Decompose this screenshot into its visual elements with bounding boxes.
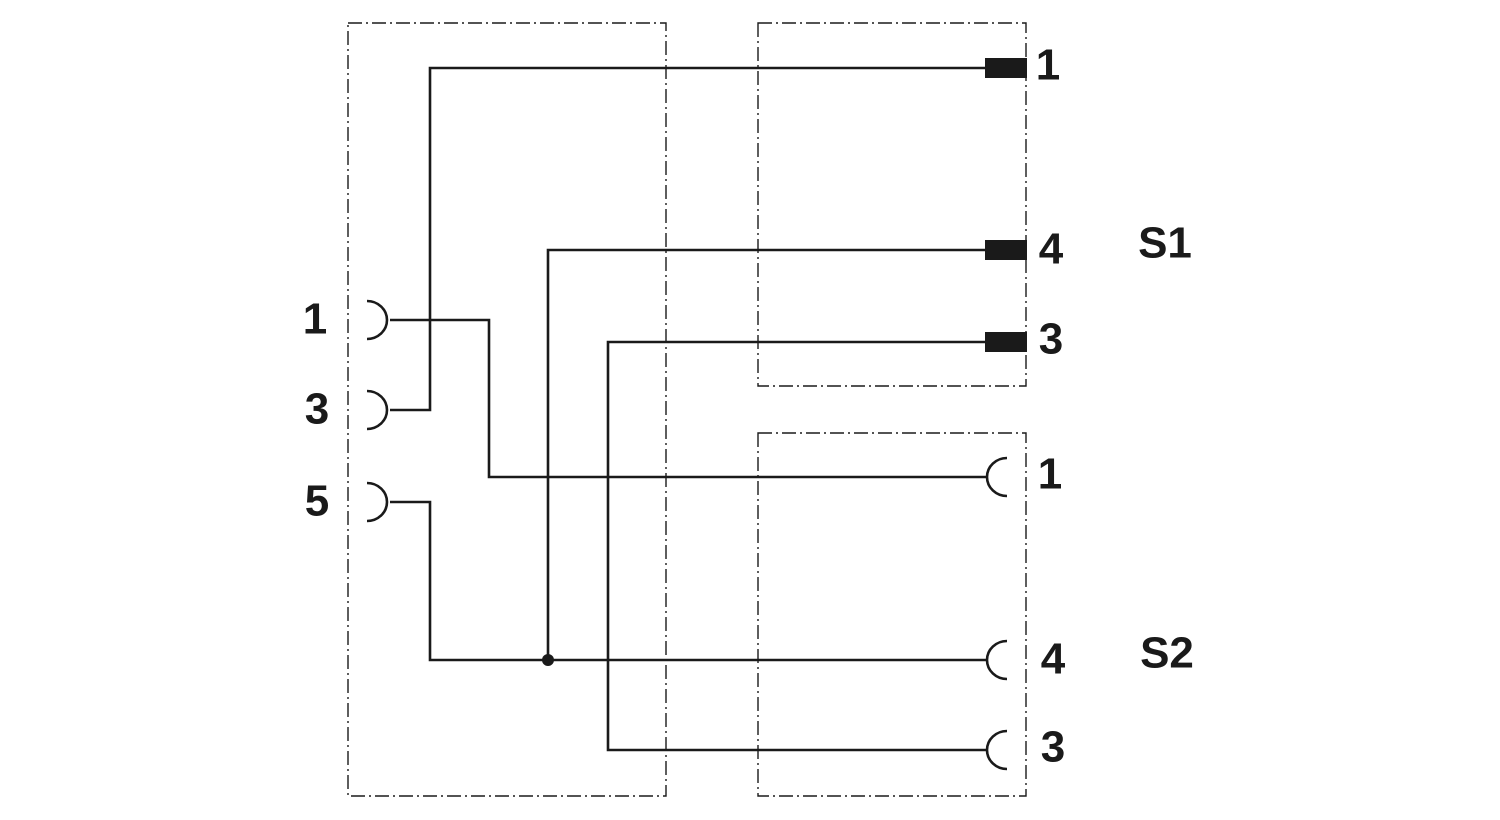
s1-pin-label-4: 4 [1039, 225, 1064, 274]
left-pin-label-1: 1 [303, 295, 327, 344]
s2-pin-label-3: 3 [1041, 723, 1065, 772]
wire-s1-3-to-s2-3 [606, 340, 987, 752]
wire-junction-to-s1-4 [546, 248, 985, 660]
left-pin-label-3: 3 [305, 385, 329, 434]
s1-group-label: S1 [1138, 219, 1192, 268]
s2-socket-4-icon [985, 639, 1008, 681]
left-socket-1-icon [366, 299, 389, 341]
s2-pin-label-1: 1 [1038, 450, 1062, 499]
s2-connector-frame [757, 432, 1027, 797]
s1-pin-1-icon [985, 58, 1027, 78]
left-connector-frame [347, 22, 667, 797]
s2-socket-3-icon [985, 729, 1008, 771]
s2-pin-label-4: 4 [1041, 635, 1066, 684]
s1-connector-frame [757, 22, 1027, 387]
s2-socket-1-icon [985, 456, 1008, 498]
wire-left3-to-s1-1 [390, 66, 985, 412]
wire-left1-to-s2-1 [390, 318, 987, 479]
s1-pin-3-icon [985, 332, 1027, 352]
left-socket-3-icon [366, 389, 389, 431]
s1-pin-label-1: 1 [1036, 41, 1060, 90]
junction-dot [542, 654, 554, 666]
s2-group-label: S2 [1140, 629, 1194, 678]
wire-left5-to-s2-4 [390, 500, 987, 662]
left-socket-5-icon [366, 481, 389, 523]
s1-pin-label-3: 3 [1039, 315, 1063, 364]
s1-pin-4-icon [985, 240, 1027, 260]
left-pin-label-5: 5 [305, 477, 329, 526]
